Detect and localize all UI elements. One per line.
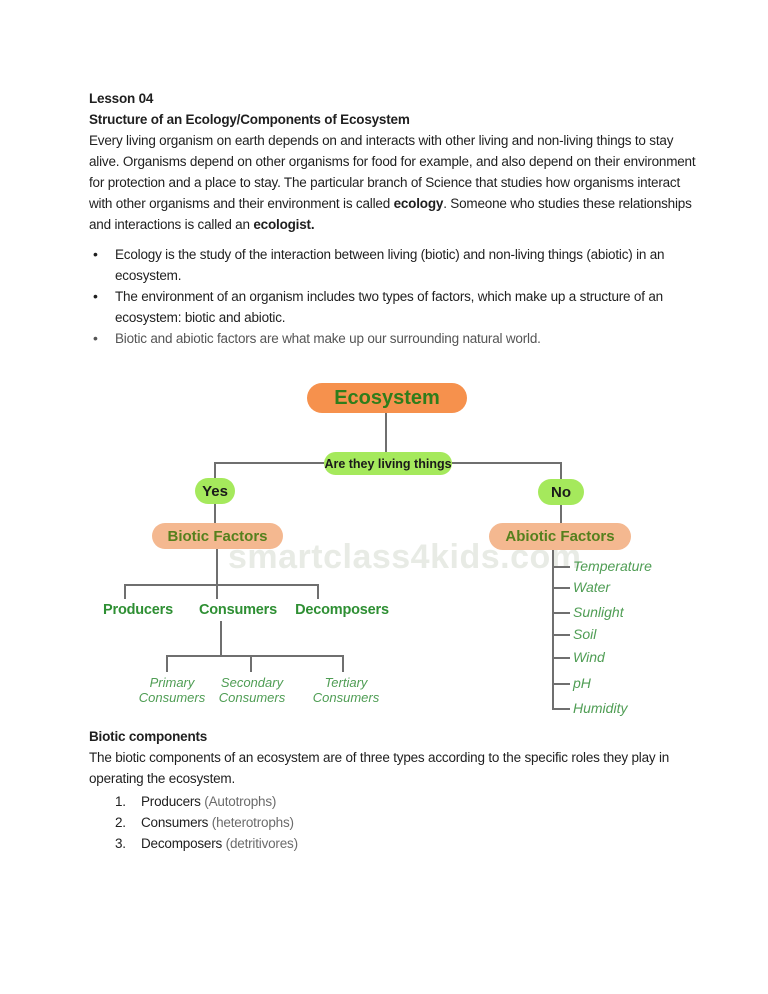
connector-line (166, 655, 168, 672)
list-term: Consumers (141, 815, 209, 830)
intro-paragraph: Every living organism on earth depends o… (89, 130, 701, 235)
connector-line (552, 587, 570, 589)
abiotic-item-wind: Wind (573, 649, 605, 665)
node-ecosystem: Ecosystem (307, 383, 467, 413)
ecology-bold: ecology (393, 196, 444, 211)
connector-line (560, 505, 562, 524)
node-tertiary-consumers: Tertiary Consumers (300, 675, 392, 705)
list-paren: (heterotrophs) (211, 815, 294, 830)
connector-line (214, 504, 216, 524)
list-number: 3. (115, 836, 126, 851)
leaf-line: Consumers (218, 690, 286, 705)
bullet-text: The environment of an organism includes … (115, 289, 663, 325)
leaf-line: Tertiary (324, 675, 368, 690)
bullet-item: The environment of an organism includes … (89, 286, 701, 328)
biotic-components-section: Biotic components The biotic components … (89, 726, 701, 854)
abiotic-item-humidity: Humidity (573, 700, 628, 716)
abiotic-item-water: Water (573, 579, 611, 595)
abiotic-item-ph: pH (573, 675, 591, 691)
bullet-item: Ecology is the study of the interaction … (89, 244, 701, 286)
node-question: Are they living things (324, 452, 452, 475)
node-no: No (538, 479, 584, 505)
list-number: 1. (115, 794, 126, 809)
page-title: Structure of an Ecology/Components of Ec… (89, 112, 410, 127)
connector-line (552, 683, 570, 685)
connector-line (342, 655, 344, 672)
lesson-label: Lesson 04 (89, 91, 154, 106)
list-term: Producers (141, 794, 201, 809)
biotic-components-heading: Biotic components (89, 729, 208, 744)
abiotic-item-sunlight: Sunlight (573, 604, 624, 620)
bullet-list: Ecology is the study of the interaction … (89, 244, 701, 349)
node-yes: Yes (195, 478, 235, 504)
connector-line (560, 462, 562, 480)
connector-line (552, 612, 570, 614)
intro-section: Lesson 04 Structure of an Ecology/Compon… (89, 88, 701, 349)
bullet-text: Biotic and abiotic factors are what make… (115, 331, 541, 346)
connector-line (124, 584, 319, 586)
connector-line (216, 584, 218, 599)
list-item: 1. Producers (Autotrophs) (89, 791, 701, 812)
list-item: 2. Consumers (heterotrophs) (89, 812, 701, 833)
bullet-item: Biotic and abiotic factors are what make… (89, 328, 701, 349)
ecologist-bold: ecologist. (253, 217, 315, 232)
connector-line (317, 584, 319, 599)
connector-line (216, 549, 218, 585)
connector-line (552, 708, 570, 710)
abiotic-item-temperature: Temperature (573, 558, 652, 574)
biotic-types-list: 1. Producers (Autotrophs) 2. Consumers (he… (89, 791, 701, 854)
leaf-line: Secondary (220, 675, 284, 690)
connector-line (552, 550, 554, 710)
connector-line (166, 655, 344, 657)
list-paren: (detritivores) (225, 836, 298, 851)
connector-line (385, 412, 387, 453)
connector-line (552, 657, 570, 659)
leaf-line: Consumers (138, 690, 206, 705)
list-paren: (Autotrophs) (204, 794, 277, 809)
list-number: 2. (115, 815, 126, 830)
node-producers: Producers (103, 602, 173, 618)
bullet-text: Ecology is the study of the interaction … (115, 247, 665, 283)
connector-line (124, 584, 126, 599)
connector-line (552, 566, 570, 568)
node-consumers: Consumers (199, 602, 277, 618)
connector-line (220, 621, 222, 656)
connector-line (552, 634, 570, 636)
node-primary-consumers: Primary Consumers (130, 675, 214, 705)
list-term: Decomposers (141, 836, 223, 851)
abiotic-item-soil: Soil (573, 626, 597, 642)
node-secondary-consumers: Secondary Consumers (205, 675, 299, 705)
node-decomposers: Decomposers (295, 602, 389, 618)
leaf-line: Consumers (312, 690, 380, 705)
node-abiotic-factors: Abiotic Factors (489, 523, 631, 550)
list-item: 3. Decomposers (detritivores) (89, 833, 701, 854)
leaf-line: Primary (149, 675, 195, 690)
node-biotic-factors: Biotic Factors (152, 523, 283, 549)
intro-text: . Someone who studies these relationship… (89, 196, 692, 232)
intro-text: Every living organism on earth depends o… (89, 133, 696, 211)
connector-line (214, 462, 216, 479)
biotic-components-body: The biotic components of an ecosystem ar… (89, 750, 670, 786)
connector-line (250, 655, 252, 672)
